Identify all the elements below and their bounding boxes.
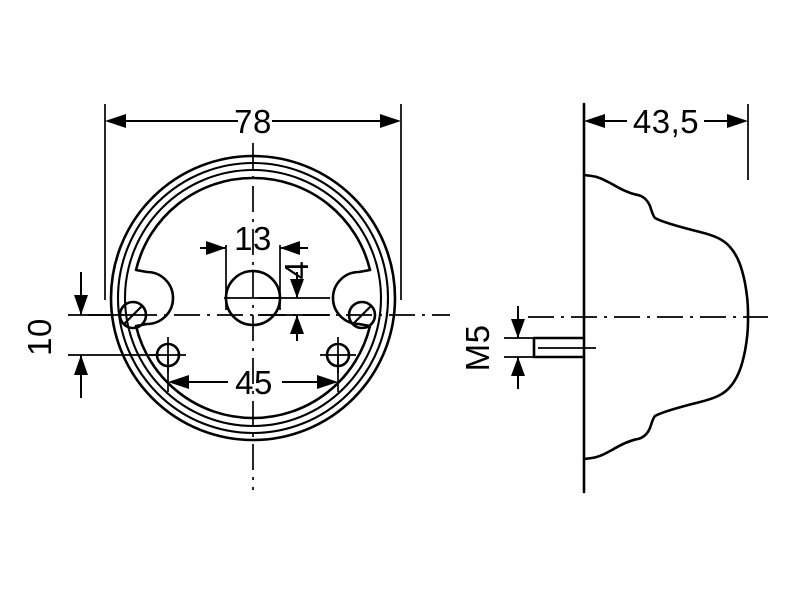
dim-78-arrow-left [105, 114, 126, 128]
dim-435-label: 43,5 [633, 103, 699, 140]
dimension-10: 10 [21, 272, 160, 398]
dim-4-arrow-top [290, 279, 304, 298]
dim-13-arrow-left [206, 241, 226, 255]
dim-13-label: 13 [234, 220, 272, 257]
side-view: 43,5 M5 [459, 102, 768, 494]
dim-10-arrow-bottom [74, 355, 88, 375]
dim-m5-arrow-bottom [511, 357, 525, 376]
dim-45-arrow-left [168, 375, 189, 389]
dimension-13: 13 [200, 220, 308, 310]
dim-435-arrow-left [584, 114, 605, 128]
dim-45-label: 45 [235, 364, 273, 401]
front-view: 78 13 4 [21, 103, 450, 490]
dim-4-label: 4 [278, 261, 315, 280]
dim-4-arrow-bottom [290, 315, 304, 334]
dim-m5-label: M5 [459, 325, 496, 372]
dim-10-label: 10 [21, 318, 58, 356]
m5-stud [532, 336, 596, 359]
dim-435-arrow-right [727, 114, 748, 128]
dim-10-arrow-top [74, 295, 88, 315]
dim-m5-arrow-top [511, 319, 525, 338]
dim-45-arrow-right [317, 375, 338, 389]
dimension-4: 4 [258, 261, 330, 341]
outer-ring-2 [116, 161, 390, 435]
dim-13-arrow-right [280, 241, 300, 255]
m5-stud-outline [532, 336, 586, 359]
dimension-78: 78 [104, 103, 402, 300]
dim-78-label: 78 [234, 103, 272, 140]
dimension-m5: M5 [459, 306, 540, 389]
outer-ring-1 [109, 154, 397, 442]
dimension-45: 45 [167, 355, 339, 401]
dim-78-arrow-right [380, 114, 401, 128]
dimension-43-5: 43,5 [584, 103, 748, 140]
